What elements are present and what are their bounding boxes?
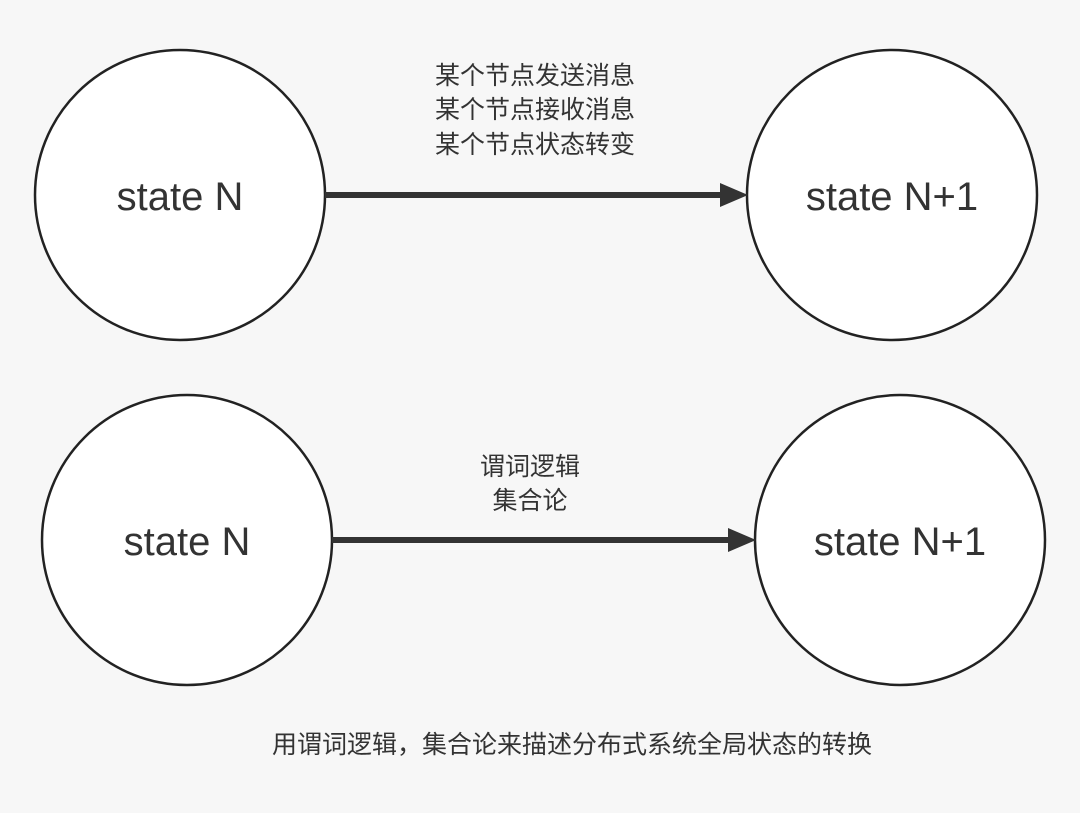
arrowhead-2 xyxy=(728,528,756,552)
edge-label-1-line-1: 某个节点发送消息 xyxy=(435,61,635,90)
edge-label-1-line-2: 某个节点接收消息 xyxy=(435,95,635,124)
diagram-1: state N state N+1 某个节点发送消息 某个节点接收消息 某个节点… xyxy=(33,48,1039,342)
state-n-label-2: state N xyxy=(124,520,251,564)
state-n-label-1: state N xyxy=(117,175,244,219)
state-n-plus-1-label-1: state N+1 xyxy=(806,175,978,219)
state-n-plus-1-label-2: state N+1 xyxy=(814,520,986,564)
edge-label-2-line-1: 谓词逻辑 xyxy=(480,452,580,481)
edge-label-1-line-3: 某个节点状态转变 xyxy=(435,130,635,159)
arrowhead-1 xyxy=(720,183,748,207)
diagram-caption: 用谓词逻辑，集合论来描述分布式系统全局状态的转换 xyxy=(272,730,872,759)
diagram-2: state N state N+1 谓词逻辑 集合论 xyxy=(40,393,1047,687)
edge-label-2-line-2: 集合论 xyxy=(492,486,567,515)
